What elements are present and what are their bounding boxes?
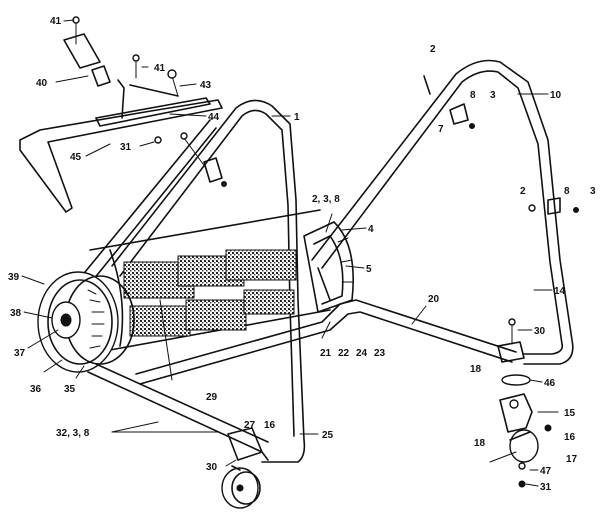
label-10: 10 [550, 90, 562, 101]
label-45: 45 [70, 152, 82, 163]
handle-bracket-assembly [19, 16, 227, 213]
label-40: 40 [36, 78, 48, 89]
label-2a: 2 [430, 44, 436, 55]
label-18b: 18 [474, 438, 486, 449]
left-drum-wheel [37, 271, 135, 373]
label-37: 37 [14, 348, 26, 359]
label-21: 21 [320, 348, 332, 359]
label-30b: 30 [206, 462, 218, 473]
label-8a: 8 [470, 90, 476, 101]
reel-cylinder [89, 209, 331, 381]
label-1: 1 [294, 112, 300, 123]
label-31a: 31 [120, 142, 132, 153]
label-18a: 18 [470, 364, 482, 375]
label-31b: 31 [540, 482, 552, 493]
label-25: 25 [322, 430, 334, 441]
label-47: 47 [540, 466, 552, 477]
label-16b: 16 [264, 420, 276, 431]
label-22: 22 [338, 348, 350, 359]
label-23: 23 [374, 348, 386, 359]
label-16a: 16 [564, 432, 576, 443]
right-end-plate [303, 221, 354, 313]
label-17: 17 [566, 454, 578, 465]
label-20: 20 [428, 294, 440, 305]
exploded-caster-parts [489, 374, 552, 488]
label-27: 27 [244, 420, 256, 431]
label-15: 15 [564, 408, 576, 419]
label-39: 39 [8, 272, 20, 283]
label-2b: 2 [520, 186, 526, 197]
label-35: 35 [64, 384, 76, 395]
label-8b: 8 [564, 186, 570, 197]
label-41b: 41 [154, 63, 166, 74]
triangle-frame [111, 99, 306, 463]
hardware-fasteners [423, 75, 579, 363]
label-3b: 3 [590, 186, 596, 197]
part-labels: 41 41 40 43 44 45 31 1 2 10 8 7 3 2 8 3 … [8, 16, 596, 493]
label-7: 7 [438, 124, 444, 135]
label-24: 24 [356, 348, 368, 359]
label-46: 46 [544, 378, 556, 389]
label-2-3-8: 2, 3, 8 [312, 194, 340, 205]
label-14: 14 [554, 286, 566, 297]
right-loop-frame [311, 59, 574, 365]
label-5: 5 [366, 264, 372, 275]
label-4: 4 [368, 224, 374, 235]
label-32-3-8: 32, 3, 8 [56, 428, 90, 439]
label-29: 29 [206, 392, 218, 403]
label-38: 38 [10, 308, 22, 319]
label-43: 43 [200, 80, 212, 91]
label-44: 44 [208, 112, 220, 123]
front-caster [221, 427, 263, 509]
label-36: 36 [30, 384, 42, 395]
leader-lines [21, 19, 559, 487]
label-30a: 30 [534, 326, 546, 337]
label-41a: 41 [50, 16, 62, 27]
label-3a: 3 [490, 90, 496, 101]
